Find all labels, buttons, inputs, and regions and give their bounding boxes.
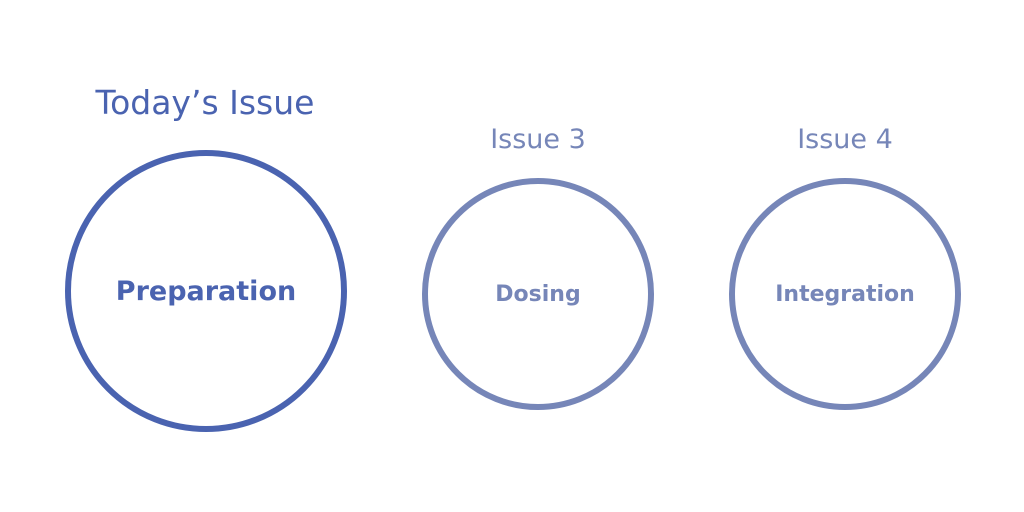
- issue-3-heading: Issue 3: [490, 124, 586, 155]
- preparation-label: Preparation: [115, 275, 297, 307]
- issue-4-heading: Issue 4: [797, 124, 893, 155]
- dosing-label: Dosing: [495, 281, 581, 307]
- integration-circle: Integration: [729, 178, 961, 410]
- todays-issue-heading: Today’s Issue: [95, 83, 315, 122]
- dosing-circle: Dosing: [422, 178, 654, 410]
- integration-label: Integration: [775, 281, 915, 307]
- preparation-circle: Preparation: [65, 150, 347, 432]
